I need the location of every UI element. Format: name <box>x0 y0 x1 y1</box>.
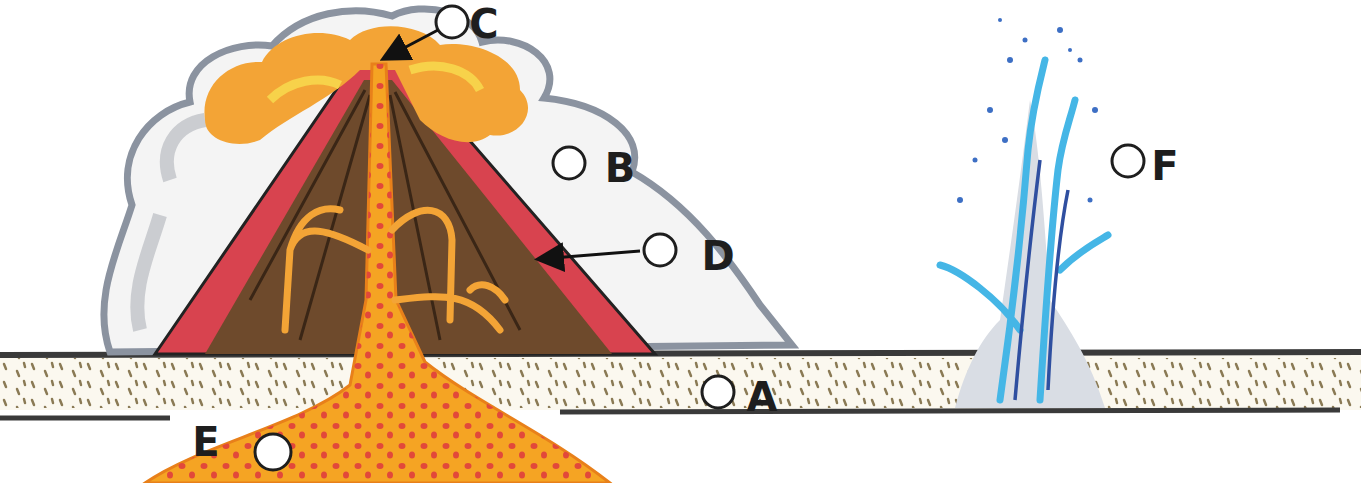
magma-chamber <box>145 64 610 483</box>
leader-arrow <box>540 251 640 259</box>
part-letter: A <box>747 377 778 417</box>
part-letter: F <box>1151 146 1178 186</box>
magma-dyke <box>285 209 505 330</box>
part-letter: E <box>192 422 219 462</box>
magma-texture <box>145 64 610 483</box>
water-droplets <box>957 18 1098 203</box>
answer-circle <box>255 6 1144 470</box>
geyser-water <box>1015 160 1068 400</box>
rock-texture <box>0 358 1361 408</box>
part-letter: C <box>469 4 498 44</box>
geyser-water <box>940 60 1108 400</box>
part-letter: B <box>605 148 636 188</box>
layer-base <box>560 410 1340 412</box>
rock-layer <box>0 355 1361 410</box>
part-letter: D <box>701 236 734 276</box>
leader-arrow <box>385 30 438 58</box>
layer-base <box>0 416 170 421</box>
